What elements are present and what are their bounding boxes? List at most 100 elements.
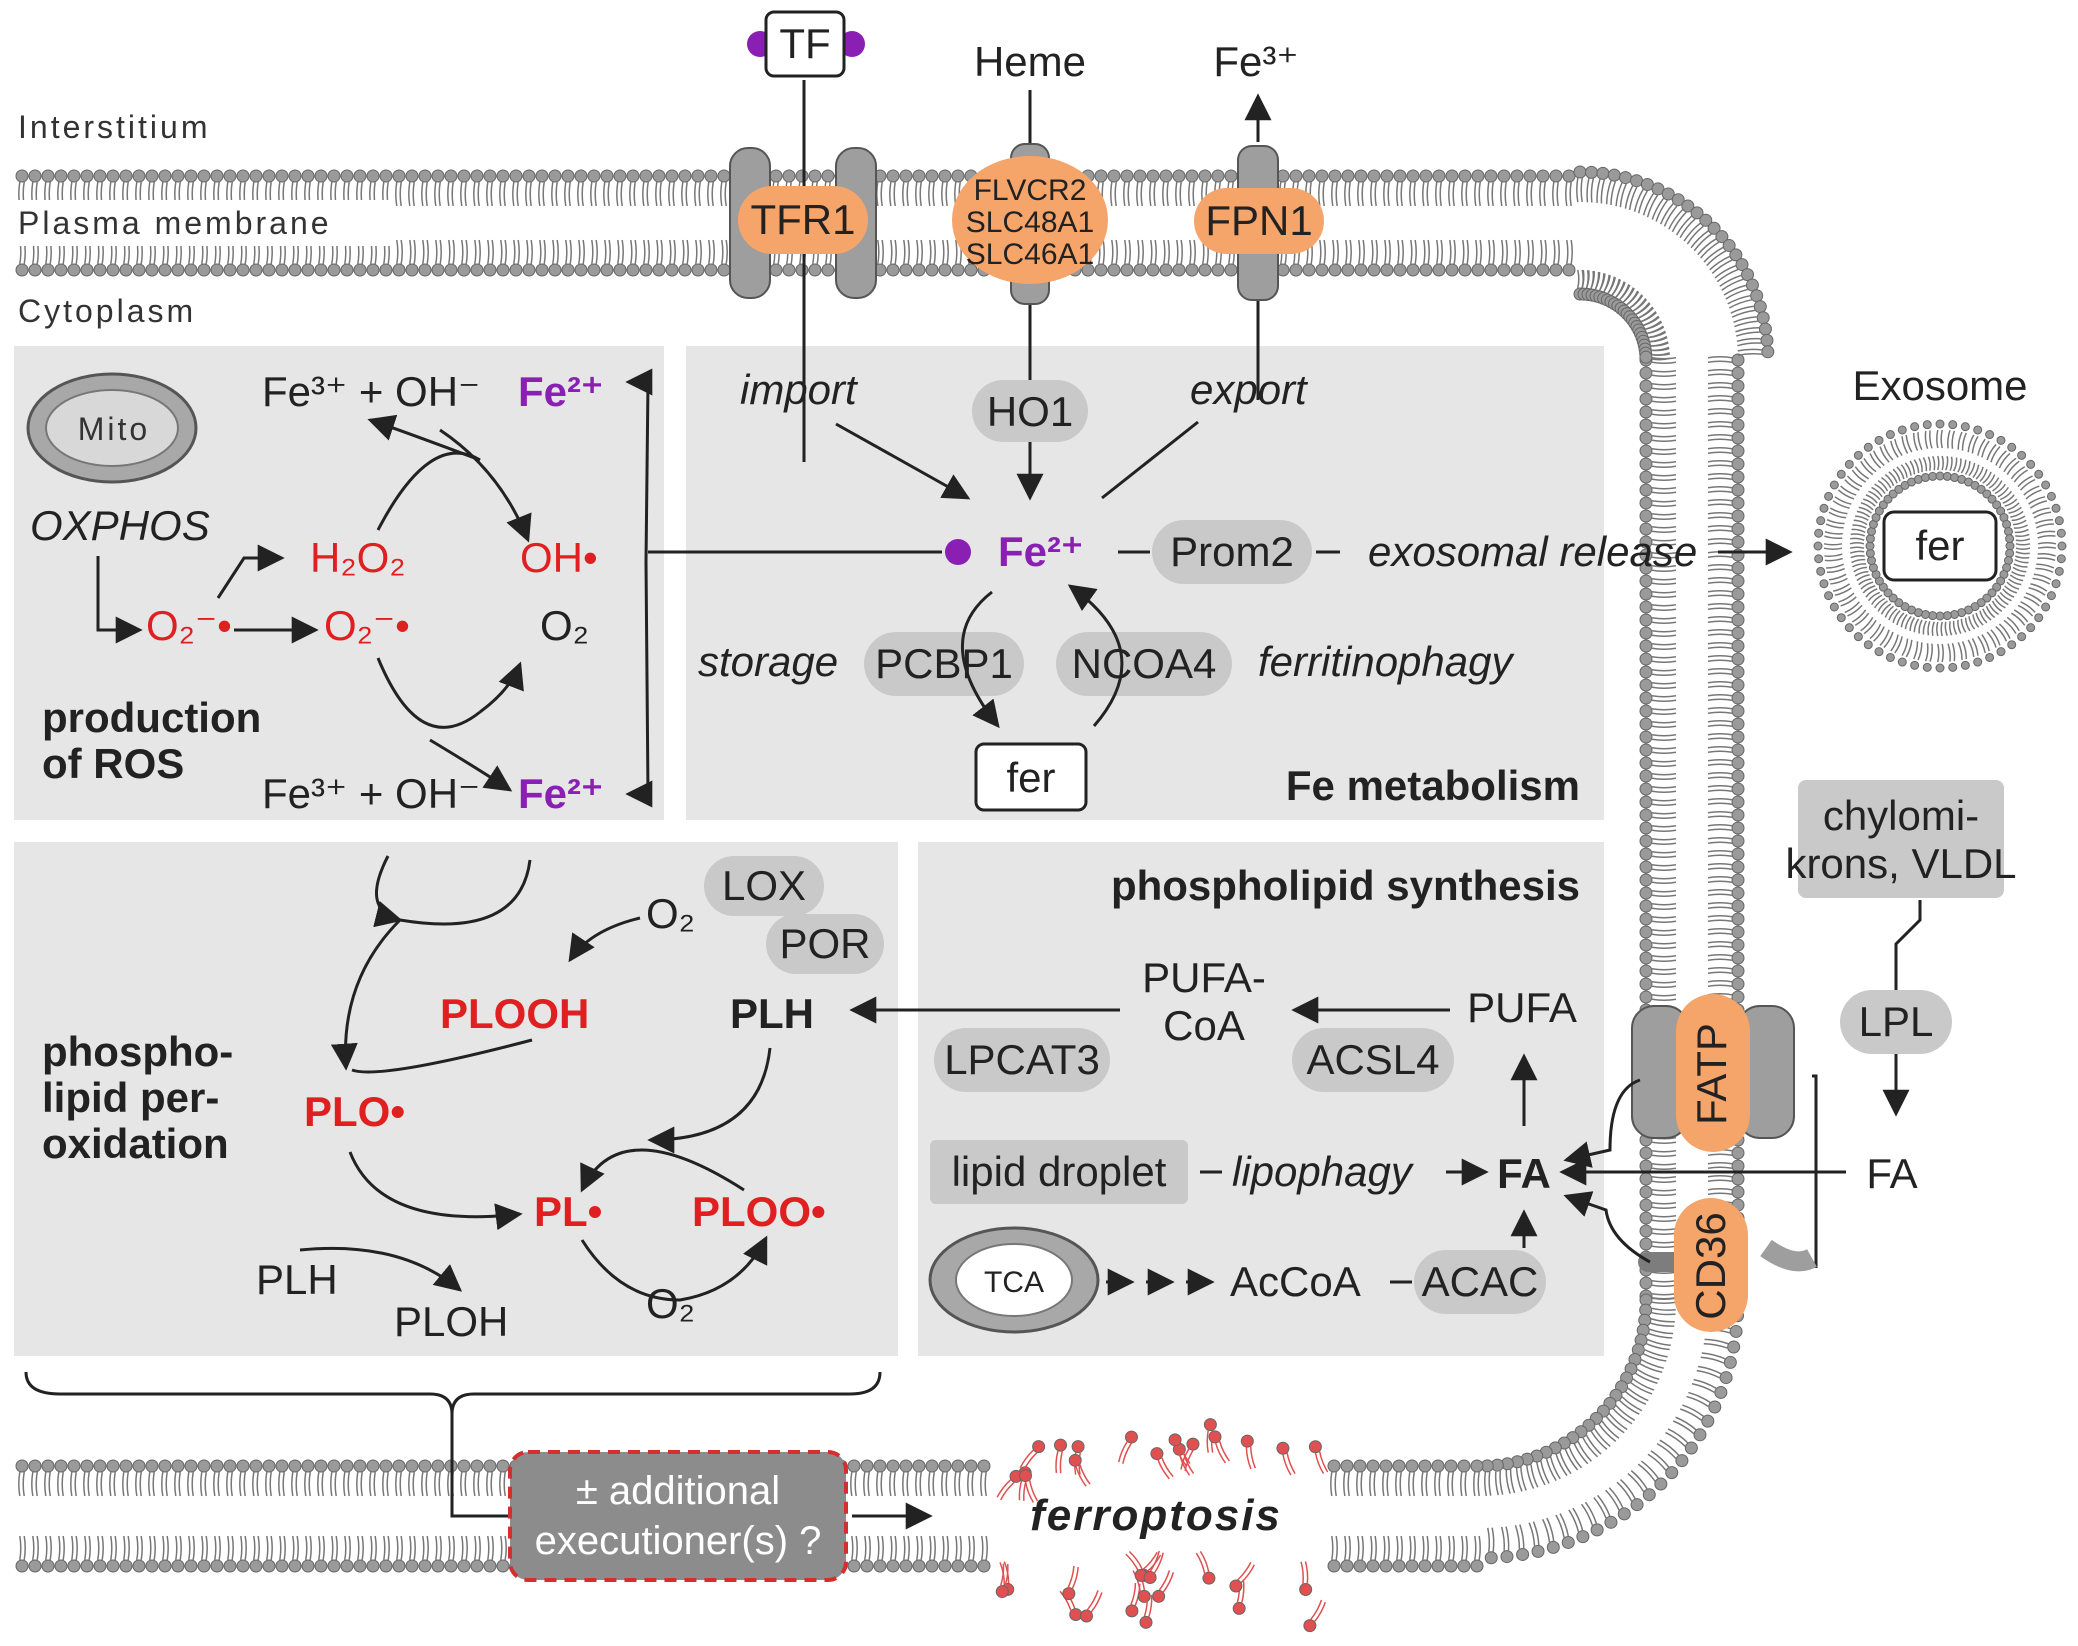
plh-to-ploh-arc bbox=[299, 1246, 463, 1292]
plo-label: PLO• bbox=[304, 1088, 405, 1135]
lpl-pill bbox=[1840, 990, 1952, 1054]
lpl-label: LPL bbox=[1859, 998, 1934, 1045]
fe2-central: Fe²⁺ bbox=[998, 528, 1083, 575]
executioner-box bbox=[508, 1450, 848, 1582]
o2-to-h2o2-arrow bbox=[216, 544, 285, 599]
ferritinophagy-arrow bbox=[1067, 584, 1124, 727]
cd36-protein bbox=[1674, 1198, 1748, 1332]
haber-arc-c bbox=[429, 738, 513, 792]
ros-title-1: production bbox=[42, 694, 261, 741]
acac-pill bbox=[1414, 1250, 1546, 1314]
acac-label: ACAC bbox=[1422, 1258, 1539, 1305]
lox-label: LOX bbox=[722, 862, 806, 909]
haber-arc-a bbox=[376, 657, 481, 729]
ferritin-box bbox=[974, 742, 1088, 812]
tf-label: TF bbox=[779, 20, 830, 67]
lox-pill bbox=[704, 856, 824, 916]
pl-synth-title: phospholipid synthesis bbox=[1111, 862, 1580, 909]
exosome-ferritin-box bbox=[1882, 510, 1998, 582]
perox-title-3: oxidation bbox=[42, 1120, 229, 1167]
executioner-line2: executioner(s) ? bbox=[535, 1519, 822, 1563]
cd36-label: CD36 bbox=[1687, 1212, 1734, 1319]
export-line bbox=[1101, 420, 1199, 500]
ferritin-label: fer bbox=[1006, 754, 1055, 801]
fpn1-label: FPN1 bbox=[1205, 197, 1312, 244]
fenton-arc-b bbox=[367, 414, 481, 462]
ncoa4-pill bbox=[1056, 632, 1232, 696]
o2-label: O₂ bbox=[540, 602, 589, 649]
mitochondrion-inner bbox=[45, 389, 179, 467]
exosome-label: Exosome bbox=[1852, 362, 2027, 409]
perox-title-1: phospho- bbox=[42, 1028, 233, 1075]
plasma-membrane-label: Plasma membrane bbox=[18, 205, 332, 241]
accoa-label: AcCoA bbox=[1230, 1258, 1361, 1305]
pl-to-ploo-arc bbox=[580, 1235, 768, 1302]
storage-label: storage bbox=[698, 638, 838, 685]
fatp-to-fa-arrow bbox=[1563, 1078, 1641, 1168]
oxphos-arrow bbox=[96, 556, 143, 644]
oh-radical-label: OH• bbox=[520, 534, 598, 581]
ruptured-membrane-lipids bbox=[995, 1418, 1329, 1633]
pl-radical-label: PL• bbox=[534, 1188, 602, 1235]
mito-label: Mito bbox=[78, 411, 150, 447]
tca-inner bbox=[955, 1243, 1073, 1317]
por-label: POR bbox=[779, 920, 870, 967]
pufa-coa-line2: CoA bbox=[1163, 1002, 1245, 1049]
lpcat3-pill bbox=[934, 1028, 1110, 1092]
perox-o2-top: O₂ bbox=[646, 890, 695, 937]
storage-arrow bbox=[961, 590, 1000, 729]
ferroptosis-label: ferroptosis bbox=[1030, 1491, 1282, 1540]
ho1-pill bbox=[972, 380, 1088, 442]
fa-label: FA bbox=[1497, 1150, 1551, 1197]
fe2-bottom: Fe²⁺ bbox=[518, 770, 603, 817]
brace-stem bbox=[450, 1414, 508, 1518]
chylo-line1: chylomi- bbox=[1823, 792, 1979, 839]
tfr1-protein bbox=[738, 186, 868, 254]
membrane-label-bg bbox=[14, 200, 392, 246]
flvcr2-label: FLVCR2 bbox=[974, 174, 1087, 207]
export-label: export bbox=[1190, 366, 1309, 413]
perox-title-2: lipid per- bbox=[42, 1074, 219, 1121]
import-arrow bbox=[835, 422, 971, 500]
chylo-line2: krons, VLDL bbox=[1785, 840, 2016, 887]
h2o2-label: H₂O₂ bbox=[310, 534, 406, 581]
fe2-return-arrow-top bbox=[625, 368, 653, 563]
fe3-out-label: Fe³⁺ bbox=[1213, 38, 1298, 85]
interstitium-label: Interstitium bbox=[18, 109, 210, 145]
o2-radical-1: O₂⁻• bbox=[146, 602, 232, 649]
fa-out-label: FA bbox=[1866, 1150, 1917, 1197]
acsl4-label: ACSL4 bbox=[1306, 1036, 1439, 1083]
plo-to-pl-arc bbox=[348, 1151, 523, 1231]
cd36-hook bbox=[1760, 1239, 1817, 1272]
plooh-label: PLOOH bbox=[440, 990, 589, 1037]
tf-box bbox=[764, 10, 846, 78]
fatp-link bbox=[1812, 1074, 1818, 1268]
plh-label: PLH bbox=[256, 1256, 338, 1303]
fe2-return-arrow-bottom bbox=[625, 561, 653, 808]
tca-label: TCA bbox=[984, 1266, 1044, 1299]
brace bbox=[24, 1371, 882, 1415]
exosomal-release-label: exosomal release bbox=[1368, 528, 1697, 575]
acsl4-pill bbox=[1292, 1028, 1454, 1092]
ploo-to-pl-arc bbox=[580, 1148, 745, 1193]
fe3-return-arc bbox=[373, 855, 403, 928]
slc48a1-label: SLC48A1 bbox=[966, 206, 1094, 239]
fe-metabolism-panel bbox=[686, 346, 1604, 820]
lox-arc bbox=[568, 916, 641, 963]
exosome-ferritin-label: fer bbox=[1915, 522, 1964, 569]
slc46a1-label: SLC46A1 bbox=[966, 238, 1094, 271]
ncoa4-label: NCOA4 bbox=[1072, 640, 1217, 687]
ploo-label: PLOO• bbox=[692, 1188, 826, 1235]
fatp-protein bbox=[1676, 994, 1750, 1152]
perox-o2-bottom: O₂ bbox=[646, 1280, 695, 1327]
cytoplasm-label: Cytoplasm bbox=[18, 293, 196, 329]
executioner-line1: ± additional bbox=[576, 1469, 780, 1513]
fe3-oh-bottom: Fe³⁺ + OH⁻ bbox=[262, 770, 480, 817]
o2-radical-2: O₂⁻• bbox=[324, 602, 410, 649]
pufa-label: PUFA bbox=[1467, 984, 1577, 1031]
tfr1-label: TFR1 bbox=[751, 196, 856, 243]
cd36-to-fa-arrow bbox=[1563, 1191, 1651, 1264]
por-pill bbox=[766, 914, 884, 974]
pcbp1-label: PCBP1 bbox=[875, 640, 1013, 687]
fe3-oh-top: Fe³⁺ + OH⁻ bbox=[262, 368, 480, 415]
